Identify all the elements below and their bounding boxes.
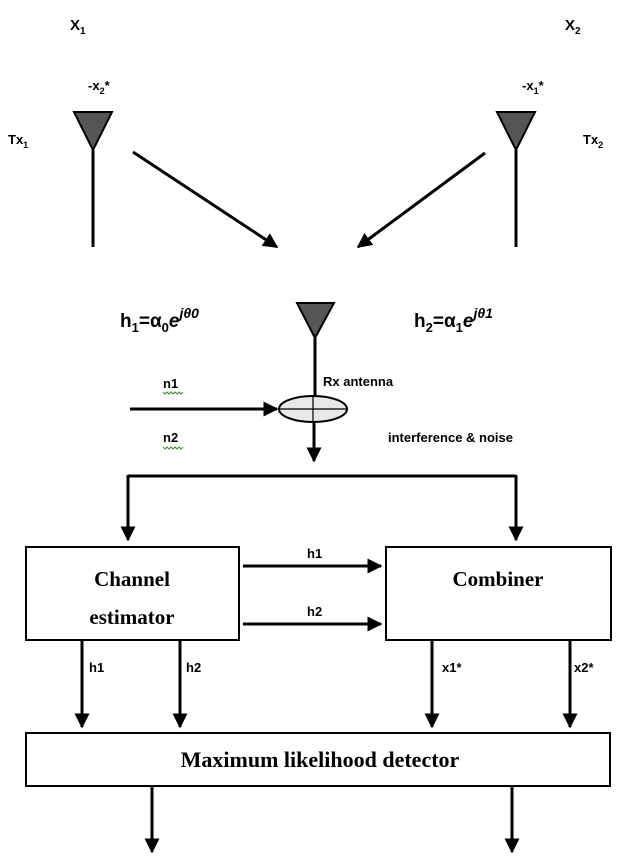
link-h2-label: h2 xyxy=(307,604,322,619)
channel-arrow-h2 xyxy=(356,151,486,249)
out-h2-label: h2 xyxy=(186,660,201,675)
tx2-symbol: X2 xyxy=(565,17,581,37)
combiner-label: Combiner xyxy=(453,567,544,591)
combiner-box xyxy=(385,546,612,641)
h1-equation: h1=α0ejθ0 xyxy=(120,305,199,335)
channel-estimator-line1: Channel xyxy=(94,567,170,591)
h2-equation: h2=α1ejθ1 xyxy=(414,305,493,335)
out-x1-label: x1* xyxy=(442,660,462,675)
link-h1-label: h1 xyxy=(307,546,322,561)
rx-label: Rx antenna xyxy=(323,374,394,389)
tx2-label: Tx2 xyxy=(583,132,603,150)
mld-label: Maximum likelihood detector xyxy=(181,747,460,772)
rx-antenna-icon xyxy=(295,302,336,341)
mld-box xyxy=(25,732,611,787)
spell-underline-n2 xyxy=(162,446,184,450)
tx1-conj-symbol: -x2* xyxy=(88,78,111,96)
interference-label: interference & noise xyxy=(388,430,513,445)
spell-underline-n1 xyxy=(162,391,184,395)
noise-label-n2: n2 xyxy=(163,430,178,445)
tx1-antenna-icon xyxy=(72,111,114,153)
out-h1-label: h1 xyxy=(89,660,104,675)
channel-estimator-line2: estimator xyxy=(89,605,174,629)
tx2-antenna-icon xyxy=(495,111,537,153)
tx2-conj-symbol: -x1* xyxy=(522,78,545,96)
noise-label-n1: n1 xyxy=(163,376,178,391)
tx1-label: Tx1 xyxy=(8,132,28,150)
tx1-symbol: X1 xyxy=(70,17,86,37)
channel-estimator-box xyxy=(25,546,240,641)
channel-arrow-h1 xyxy=(132,150,279,249)
out-x2-label: x2* xyxy=(574,660,594,675)
